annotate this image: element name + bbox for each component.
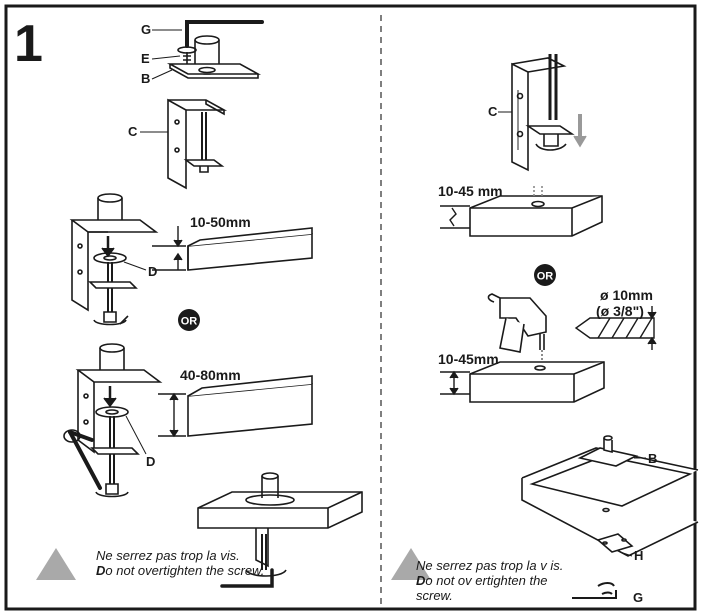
drill-diameter-in: (ø 3/8"): [596, 303, 644, 319]
mounted-desk-assembly: [197, 472, 363, 588]
warning-note-left: Ne serrez pas trop la vis. Do not overti…: [96, 548, 286, 578]
leader-h: [619, 551, 633, 557]
step-number: 1: [14, 15, 43, 73]
diagram-border: [4, 4, 697, 611]
clamp-assembly-thin: [69, 193, 159, 326]
warning-triangle-left: [36, 548, 76, 580]
desk-board-hole: [469, 186, 603, 237]
bracket-c-assembly: [511, 54, 587, 172]
part-label-d-2: D: [146, 454, 155, 469]
under-desk-assembly: [521, 435, 699, 557]
range-label-10-45-drill: 10-45mm: [438, 351, 499, 367]
leader-lines-top: [140, 29, 182, 133]
range-label-10-45-top: 10-45 mm: [438, 183, 503, 199]
dim-arrows-thin: [152, 226, 186, 271]
part-label-h: H: [634, 548, 643, 563]
or-badge-right: OR: [534, 264, 556, 286]
hex-key-g: [572, 582, 617, 599]
leader-d-2: [125, 415, 147, 455]
part-label-g: G: [141, 22, 151, 37]
svg-text:OR: OR: [181, 316, 198, 328]
or-badge-left: OR: [178, 309, 200, 331]
drill-diameter-mm: ø 10mm: [600, 287, 653, 303]
leader-d-1: [123, 261, 147, 271]
dim-arrows-hole: [440, 205, 470, 229]
drill-illustration: [487, 293, 547, 362]
part-label-d-1: D: [148, 264, 157, 279]
desk-board-drilled: [469, 361, 605, 403]
desk-board-thick: [187, 375, 313, 437]
drill-bit: [574, 306, 657, 350]
warning-text-fr-right: Ne serrez pas trop la v is.: [416, 558, 564, 573]
part-label-c: C: [128, 124, 138, 139]
range-label-10-50: 10-50mm: [190, 214, 251, 230]
svg-text:OR: OR: [537, 271, 554, 283]
desk-board-thin: [187, 227, 313, 271]
warning-triangle-right: [391, 548, 431, 580]
dim-arrows-thick: [158, 392, 186, 438]
part-label-b-right: B: [648, 451, 657, 466]
warning-text-en-left: Do not overtighten the screw.: [96, 563, 265, 578]
warning-text-fr-left: Ne serrez pas trop la vis.: [96, 548, 240, 563]
part-label-c-right: C: [488, 104, 498, 119]
dim-arrows-drilled: [440, 370, 470, 396]
warning-text-en-right: Do not ov ertighten the screw.: [416, 573, 548, 603]
warning-note-right: Ne serrez pas trop la v is. Do not ov er…: [416, 558, 576, 603]
clamp-assembly-thick: [63, 343, 163, 498]
part-label-b: B: [141, 71, 150, 86]
part-label-g-right: G: [633, 590, 643, 605]
part-label-e: E: [141, 51, 150, 66]
range-label-40-80: 40-80mm: [180, 367, 241, 383]
exploded-assembly: [166, 20, 264, 190]
